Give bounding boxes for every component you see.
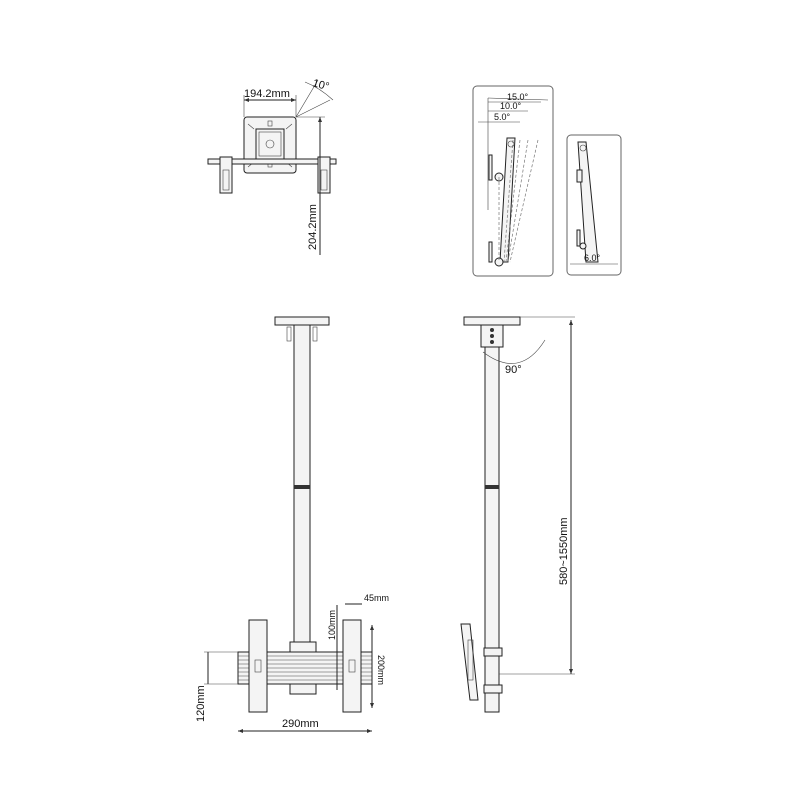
tilt-min-label: 6.0°	[584, 253, 601, 263]
vesa-v-label: 100mm	[327, 610, 337, 640]
tilt-min-detail: 6.0°	[566, 134, 622, 276]
tilt-15-label: 15.0°	[507, 92, 529, 102]
top-width-label: 194.2mm	[244, 88, 290, 100]
front-width-label: 290mm	[282, 718, 319, 730]
top-view: 194.2mm 204.2mm 10°	[207, 77, 337, 255]
tilt-10-label: 10.0°	[500, 101, 522, 111]
length-label: 580~1550mm	[558, 517, 570, 585]
front-view: 290mm 120mm 200mm 100mm 45mm	[195, 316, 389, 733]
side-view: 90° 580~1550mm	[460, 316, 575, 713]
swivel-label: 90°	[505, 364, 522, 376]
tilt-detail: 15.0° 10.0° 5.0°	[472, 85, 554, 277]
tilt-5-label: 5.0°	[494, 112, 511, 122]
rotation-label: 10°	[311, 77, 330, 93]
vesa-h-label: 200mm	[376, 655, 386, 685]
front-height-label: 120mm	[195, 685, 207, 722]
top-height-label: 204.2mm	[307, 204, 319, 250]
offset-label: 45mm	[364, 593, 389, 603]
